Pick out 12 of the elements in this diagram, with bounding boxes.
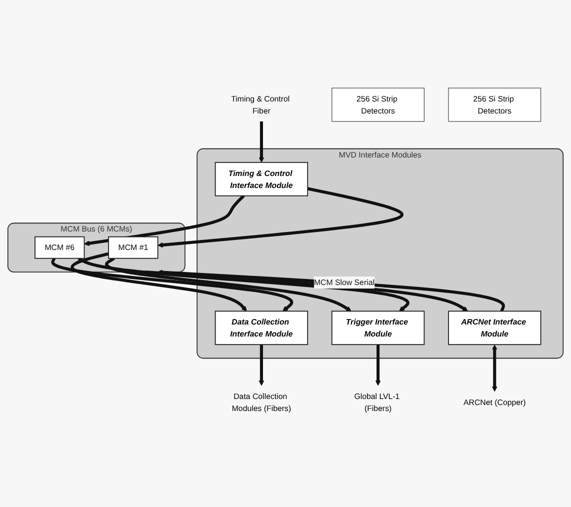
- arrow: [52, 258, 294, 312]
- arrow: [258, 121, 264, 163]
- arrow: [145, 270, 468, 312]
- arrow: [78, 257, 409, 312]
- arrow: [105, 257, 352, 312]
- arrow: [84, 194, 245, 246]
- arrow: [258, 344, 264, 386]
- arrow: [70, 252, 247, 312]
- arrow: [158, 187, 404, 248]
- arrow: [492, 344, 498, 392]
- arrow: [375, 344, 381, 386]
- arrow: [157, 270, 505, 312]
